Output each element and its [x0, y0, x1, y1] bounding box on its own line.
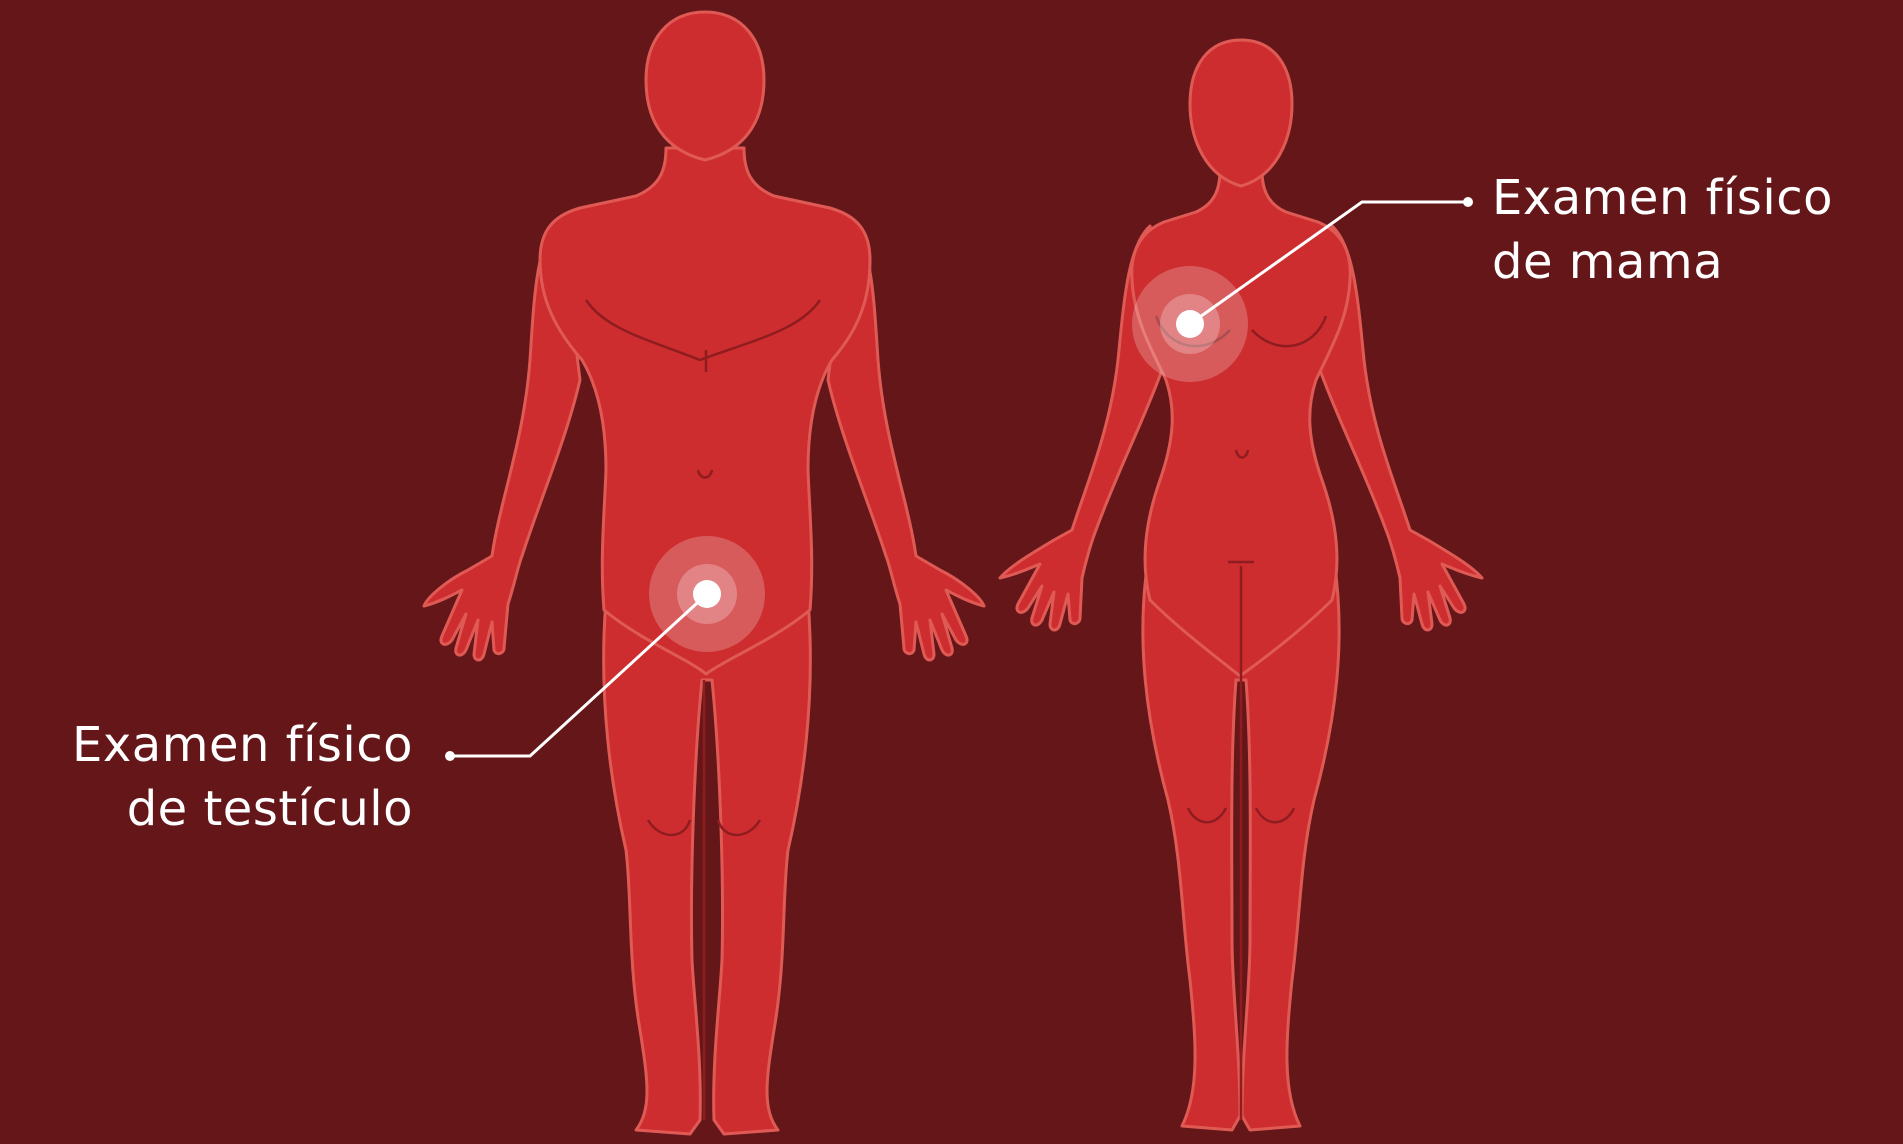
- male-legs: [604, 600, 811, 1134]
- testicle-label-line1: Examen físico: [72, 713, 413, 777]
- testicle-leader-dot: [445, 751, 455, 761]
- breast-exam-label: Examen físico de mama: [1492, 166, 1833, 294]
- testicle-label-line2: de testículo: [72, 777, 413, 841]
- breast-leader-dot: [1463, 197, 1473, 207]
- breast-label-line2: de mama: [1492, 230, 1833, 294]
- breast-label-line1: Examen físico: [1492, 166, 1833, 230]
- testicle-exam-label: Examen físico de testículo: [72, 713, 413, 841]
- female-head: [1190, 40, 1292, 186]
- male-head: [646, 12, 764, 160]
